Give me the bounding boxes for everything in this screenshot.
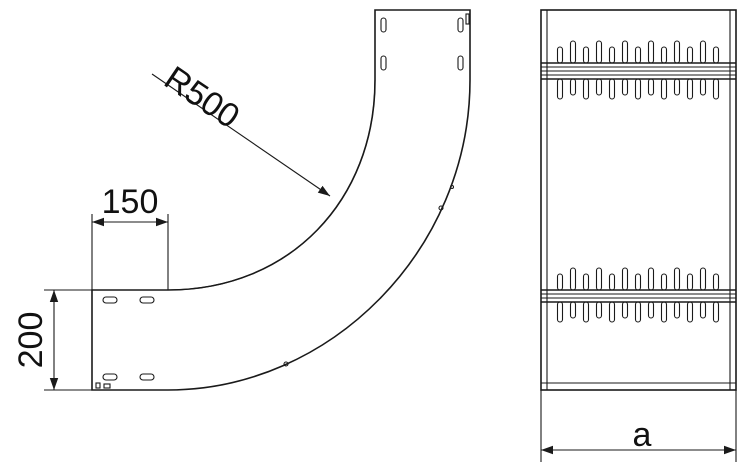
bolt-top bbox=[608, 46, 616, 64]
bolt-top bbox=[621, 267, 629, 291]
bolt-bottom bbox=[686, 78, 694, 100]
bolt-top bbox=[556, 273, 564, 291]
bolt-top bbox=[634, 46, 642, 64]
radius-dimension: R500 bbox=[151, 59, 331, 197]
bolt-bottom bbox=[595, 301, 603, 319]
bolt-top bbox=[686, 273, 694, 291]
bolt-bottom bbox=[673, 301, 681, 319]
bolt-top bbox=[621, 40, 629, 64]
radius-label: R500 bbox=[158, 59, 247, 136]
bolt-top bbox=[712, 273, 720, 291]
width-label: 150 bbox=[102, 183, 159, 221]
bolt-bottom bbox=[556, 78, 564, 100]
bolt-bottom bbox=[699, 78, 707, 96]
bolt-bottom bbox=[608, 78, 616, 100]
bolt-bottom bbox=[608, 301, 616, 323]
bolt-bottom bbox=[647, 301, 655, 319]
bolt-top bbox=[634, 273, 642, 291]
bolt-top bbox=[647, 267, 655, 291]
bolt-bottom bbox=[569, 301, 577, 319]
front-width-label: a bbox=[633, 416, 652, 454]
bolt-top bbox=[673, 267, 681, 291]
bolt-bottom bbox=[699, 301, 707, 319]
bolt-bottom bbox=[569, 78, 577, 96]
front-outline bbox=[540, 9, 737, 391]
bolt-bottom bbox=[647, 78, 655, 96]
bolt-bottom bbox=[582, 78, 590, 100]
bolt-bottom bbox=[712, 301, 720, 323]
bolt-top bbox=[569, 40, 577, 64]
bolt-top bbox=[582, 273, 590, 291]
flange-slots-left bbox=[95, 296, 155, 389]
bolt-top bbox=[608, 273, 616, 291]
height-dimension: 200 bbox=[12, 289, 92, 391]
bolt-top bbox=[595, 267, 603, 291]
bolt-top bbox=[686, 46, 694, 64]
bolt-bottom bbox=[686, 301, 694, 323]
bend-inner-arc bbox=[167, 79, 376, 291]
bolt-top bbox=[595, 40, 603, 64]
bolt-bottom bbox=[660, 78, 668, 100]
bolt-bottom bbox=[634, 301, 642, 323]
bolt-top bbox=[569, 267, 577, 291]
bolt-top bbox=[582, 46, 590, 64]
front-width-dimension: a bbox=[540, 390, 737, 462]
bolt-top bbox=[660, 46, 668, 64]
bolt-bottom bbox=[556, 301, 564, 323]
bolt-top bbox=[699, 267, 707, 291]
bolt-top bbox=[556, 46, 564, 64]
bolt-top bbox=[699, 40, 707, 64]
bolt-bottom bbox=[621, 78, 629, 96]
height-label: 200 bbox=[12, 312, 50, 369]
front-view bbox=[540, 9, 737, 391]
bolt-bottom bbox=[634, 78, 642, 100]
bolt-top bbox=[712, 46, 720, 64]
rivet-marks bbox=[283, 184, 455, 367]
side-view bbox=[91, 9, 471, 391]
bolt-bottom bbox=[660, 301, 668, 323]
bolt-bottom bbox=[673, 78, 681, 96]
upper-coupler bbox=[541, 40, 736, 100]
flange-slots-top bbox=[380, 13, 470, 71]
bolt-top bbox=[673, 40, 681, 64]
lower-coupler bbox=[541, 267, 736, 323]
bolt-bottom bbox=[582, 301, 590, 323]
bolt-bottom bbox=[595, 78, 603, 96]
width-dimension: 150 bbox=[91, 183, 169, 290]
bolt-top bbox=[660, 273, 668, 291]
bolt-bottom bbox=[712, 78, 720, 100]
bolt-bottom bbox=[621, 301, 629, 319]
bolt-top bbox=[647, 40, 655, 64]
